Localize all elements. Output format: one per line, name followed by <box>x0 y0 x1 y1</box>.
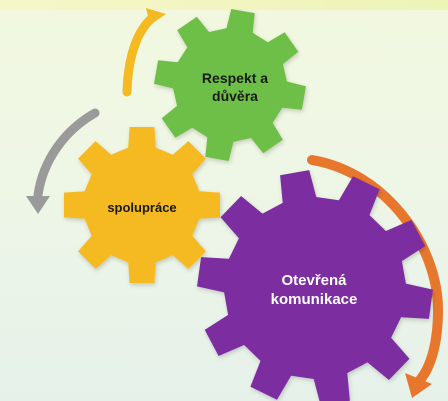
cycle-arrow-gray-head <box>26 196 50 214</box>
gear-komunikace <box>197 170 433 401</box>
gear-respekt <box>154 9 306 161</box>
cycle-arrow-gray <box>33 108 100 200</box>
gear-spoluprace <box>64 127 220 283</box>
cycle-arrow-orange-head <box>405 373 432 398</box>
cycle-arrow-yellow-head <box>146 8 166 25</box>
gear-label-respekt: Respekt a důvěra <box>201 70 269 104</box>
gear-label-komunikace: Otevřená komunikace <box>270 272 358 308</box>
cycle-arrow-orange <box>307 155 444 385</box>
gear-label-spoluprace: spolupráce <box>107 200 177 215</box>
top-strip <box>0 0 448 10</box>
cycle-arrow-yellow <box>122 13 157 97</box>
